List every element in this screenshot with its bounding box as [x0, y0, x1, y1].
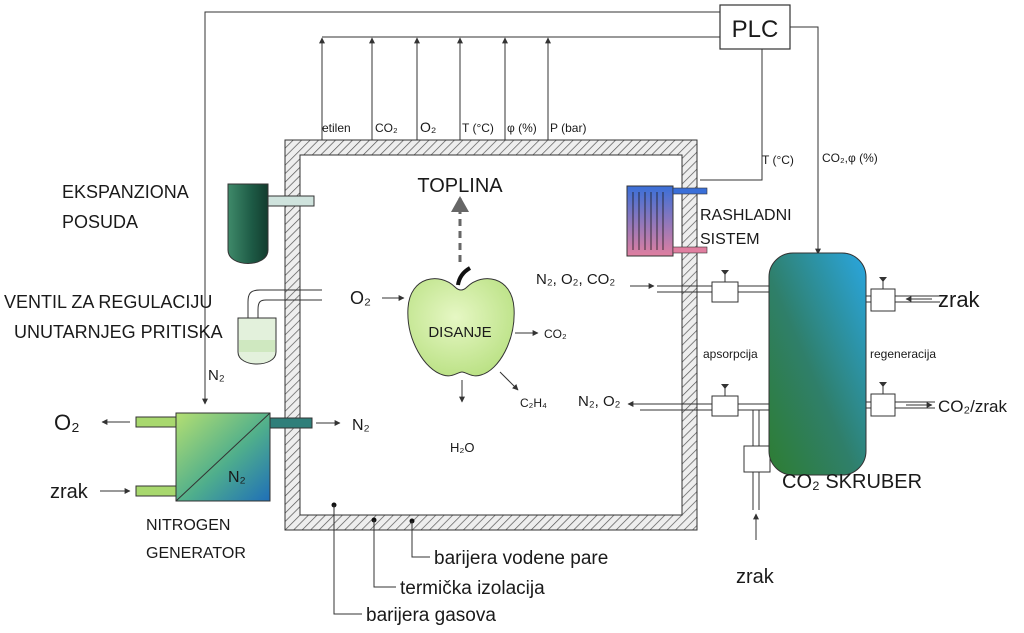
expansion-vessel-label-1: EKSPANZIONA	[62, 182, 189, 202]
plc-to-scrubber-line	[790, 26, 821, 255]
scrubber-out-label: N₂, O₂	[578, 393, 621, 410]
plc-to-cooling-line	[700, 49, 763, 181]
heat-arrowhead	[451, 196, 469, 212]
respiration-label: DISANJE	[428, 324, 491, 341]
gas-barrier-label: barijera gasova	[366, 605, 496, 626]
sensor-pressure: P (bar)	[550, 121, 586, 135]
thermal-insulation-leader	[373, 520, 396, 588]
absorption-label: apsorpcija	[703, 347, 758, 361]
scrubber-vessel	[768, 252, 867, 476]
generator-air-label: zrak	[50, 481, 89, 503]
cooling-label-1: RASHLADNI	[700, 207, 792, 224]
c2h4-out-label: C₂H₄	[520, 396, 547, 410]
expansion-vessel	[227, 183, 269, 264]
right-air-label: zrak	[938, 287, 981, 312]
regeneration-valve-top	[870, 277, 896, 312]
sensor-co2: CO₂	[375, 121, 398, 135]
expansion-vessel-pipe	[267, 195, 315, 207]
plc-to-generator-line	[202, 11, 720, 405]
cooling-label-2: SISTEM	[700, 231, 760, 248]
scrubber-in-label: N₂, O₂, CO₂	[536, 271, 615, 288]
vapour-barrier-label: barijera vodene pare	[434, 548, 608, 569]
regeneration-label: regeneracija	[870, 347, 936, 361]
bottom-air-label: zrak	[736, 566, 775, 588]
generator-air-port	[135, 485, 177, 497]
expansion-vessel-label-2: POSUDA	[62, 212, 138, 232]
pressure-valve-liquid	[239, 340, 275, 352]
nitrogen-generator-membrane	[175, 412, 271, 502]
cooling-pipe-bottom	[672, 246, 708, 254]
absorption-valve-top	[711, 270, 739, 303]
scrubber-label: CO₂ SKRUBER	[782, 471, 922, 493]
thermal-insulation-label: termička izolacija	[400, 578, 545, 599]
co2-out-label: CO₂	[544, 327, 567, 341]
generator-o2-label: O₂	[54, 410, 80, 435]
sensor-arrows	[319, 37, 551, 140]
sensor-humidity: φ (%)	[507, 121, 537, 135]
regeneration-valve-bottom	[870, 382, 896, 417]
h2o-out-label: H₂O	[450, 440, 475, 455]
pressure-valve-pipe	[247, 289, 322, 352]
plc-label: PLC	[732, 16, 779, 43]
plc-scrubber-signal: CO₂,φ (%)	[822, 151, 878, 165]
generator-o2-port	[135, 416, 177, 428]
vapour-barrier-leader	[411, 521, 430, 558]
bottom-air-valve	[743, 445, 782, 473]
absorption-valve-bottom	[711, 384, 739, 417]
generator-label-2: GENERATOR	[146, 545, 246, 562]
gas-barrier-leader	[333, 505, 362, 615]
generator-label-1: NITROGEN	[146, 517, 230, 534]
o2-in-label: O₂	[350, 288, 371, 308]
generator-n2-port	[269, 417, 313, 429]
c2h4-out-arrow	[499, 371, 519, 391]
sensor-temperature: T (°C)	[462, 121, 494, 135]
cooling-unit	[626, 185, 674, 257]
pressure-valve-label-2: UNUTARNJEG PRITISKA	[14, 322, 223, 342]
generator-n2-label: N₂	[352, 417, 370, 434]
right-out-label: CO₂/zrak	[938, 397, 1007, 416]
pressure-valve-label-1: VENTIL ZA REGULACIJU	[4, 292, 212, 312]
apple	[407, 278, 515, 377]
sensor-ethylene: etilen	[322, 121, 351, 135]
apple-stem	[456, 266, 472, 286]
plc-box	[719, 4, 791, 50]
plc-cooling-temp: T (°C)	[762, 153, 794, 167]
generator-top-n2-label: N₂	[208, 367, 225, 384]
sensor-o2: O₂	[420, 119, 436, 135]
cooling-pipe-top	[672, 187, 708, 195]
heat-label: TOPLINA	[417, 175, 503, 197]
nitrogen-generator-inner-label: N₂	[228, 469, 246, 486]
cooling-coil	[632, 192, 664, 250]
